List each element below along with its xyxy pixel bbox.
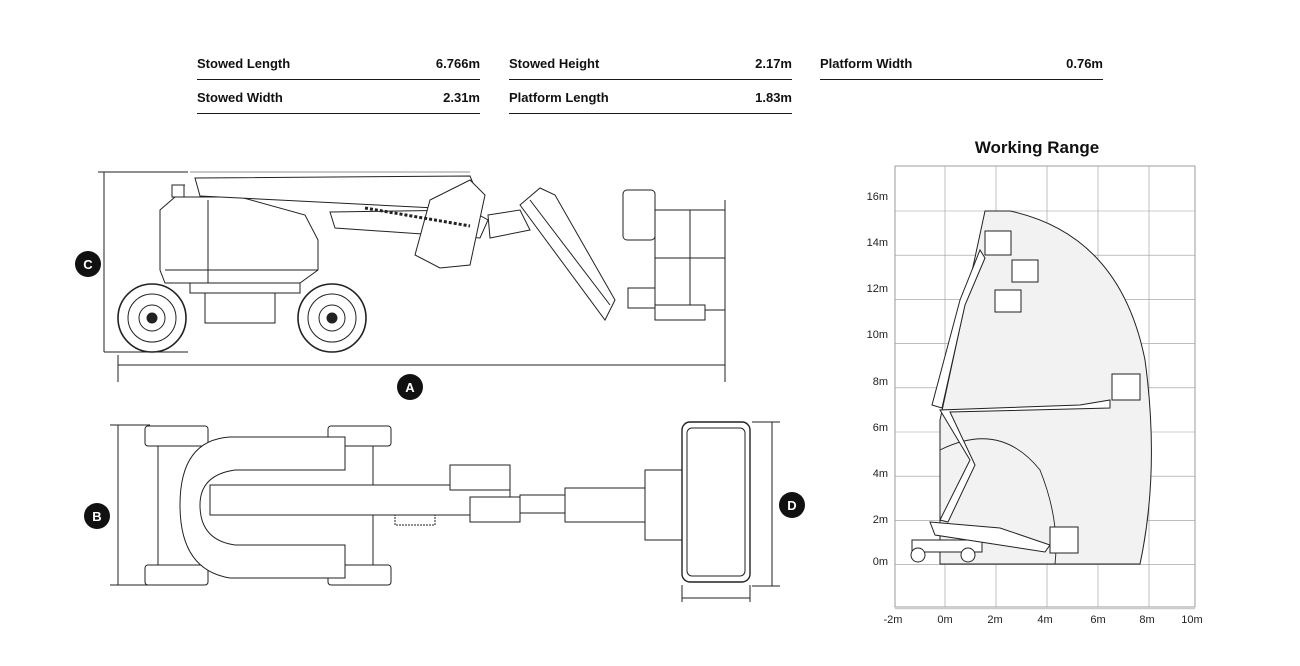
- spec-value: 6.766m: [435, 55, 480, 71]
- spec-platform-width: Platform Width 0.76m: [820, 47, 1103, 80]
- spec-value: 1.83m: [755, 89, 792, 105]
- reach-envelope: [939, 210, 1152, 565]
- range-y-ticks: 16m 14m 12m 10m 8m 6m 4m 2m 0m: [867, 191, 888, 568]
- range-x-ticks: -2m 0m 2m 4m 6m 8m 10m: [884, 614, 1203, 626]
- marker-c: C: [75, 251, 101, 277]
- working-range: Working Range 16m 14m 12m 10m 8m 6m 4m 2m 0m -2m…: [867, 138, 1203, 626]
- spec-platform-length: Platform Length 1.83m: [509, 81, 792, 114]
- x-tick-label: 4m: [1037, 614, 1052, 626]
- spec-label: Stowed Width: [197, 89, 283, 105]
- marker-b: B: [84, 503, 110, 529]
- spec-stowed-width: Stowed Width 2.31m: [197, 81, 480, 114]
- spec-value: 2.17m: [755, 55, 792, 71]
- x-tick-label: 10m: [1181, 614, 1202, 626]
- marker-b-label: B: [92, 509, 101, 524]
- spec-stowed-length: Stowed Length 6.766m: [197, 47, 480, 80]
- y-tick-label: 14m: [867, 237, 888, 249]
- y-tick-label: 12m: [867, 283, 888, 295]
- spec-stowed-height: Stowed Height 2.17m: [509, 47, 792, 80]
- x-tick-label: 6m: [1090, 614, 1105, 626]
- marker-a: A: [397, 374, 423, 400]
- spec-label: Platform Length: [509, 89, 609, 105]
- marker-d: D: [779, 492, 805, 518]
- spec-label: Stowed Height: [509, 55, 600, 71]
- top-view: [110, 421, 780, 602]
- spec-table: Stowed Length 6.766m Stowed Height 2.17m…: [0, 0, 1300, 130]
- y-tick-label: 0m: [873, 556, 888, 568]
- y-tick-label: 2m: [873, 514, 888, 526]
- x-tick-label: 8m: [1139, 614, 1154, 626]
- x-tick-label: 0m: [937, 614, 952, 626]
- spec-value: 0.76m: [1066, 55, 1103, 71]
- spec-label: Platform Width: [820, 55, 913, 71]
- marker-d-label: D: [787, 498, 796, 513]
- y-tick-label: 6m: [873, 422, 888, 434]
- spec-value: 2.31m: [443, 89, 480, 105]
- y-tick-label: 8m: [873, 376, 888, 388]
- marker-c-label: C: [83, 257, 93, 272]
- y-tick-label: 16m: [867, 191, 888, 203]
- y-tick-label: 4m: [873, 468, 888, 480]
- x-tick-label: -2m: [884, 614, 903, 626]
- marker-a-label: A: [405, 380, 415, 395]
- y-tick-label: 10m: [867, 329, 888, 341]
- x-tick-label: 2m: [987, 614, 1002, 626]
- range-machine: [910, 230, 1141, 563]
- side-view: [98, 171, 726, 382]
- spec-label: Stowed Length: [197, 55, 291, 71]
- working-range-title: Working Range: [975, 138, 1099, 157]
